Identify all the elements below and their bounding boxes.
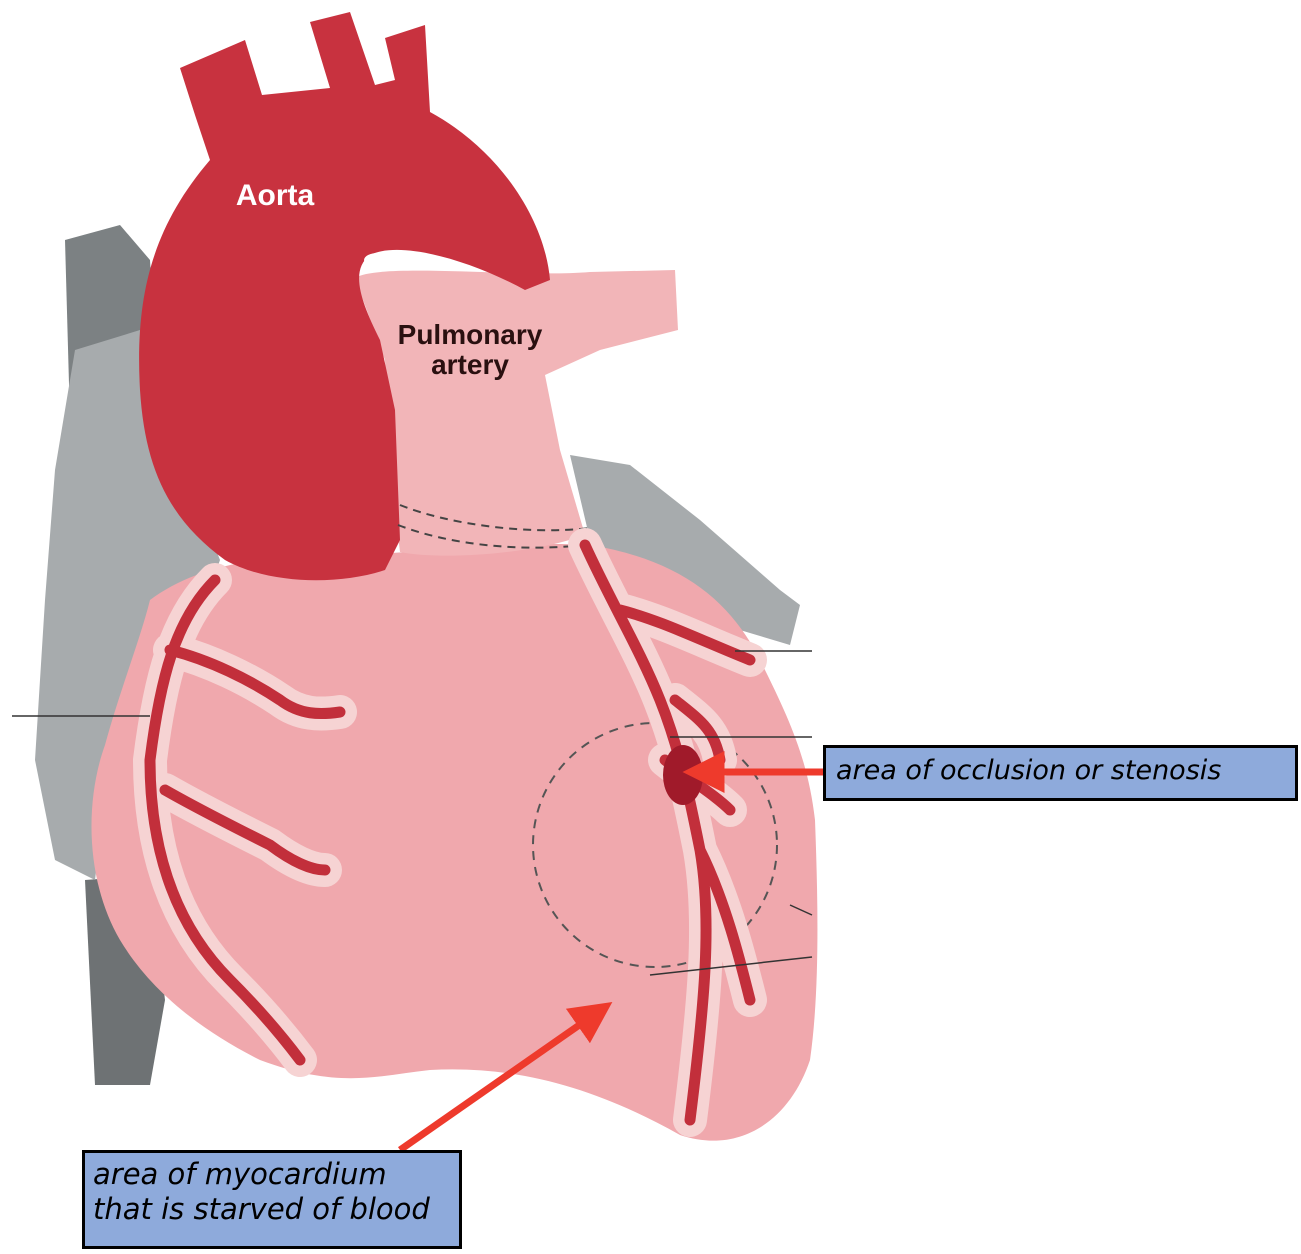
pulmonary-label-line1: Pulmonary [360,320,580,350]
myocardium-callout: area of myocardium that is starved of bl… [82,1150,462,1249]
occlusion-site [663,745,703,805]
myocardium-callout-line2: that is starved of blood [93,1192,451,1227]
aorta-label: Aorta [215,180,335,212]
myocardium-callout-line1: area of myocardium [93,1157,451,1192]
pulmonary-artery-label: Pulmonary artery [360,320,580,380]
aortic-arch-gap [364,253,392,267]
occlusion-callout: area of occlusion or stenosis [823,745,1298,801]
pulmonary-label-line2: artery [360,350,580,380]
